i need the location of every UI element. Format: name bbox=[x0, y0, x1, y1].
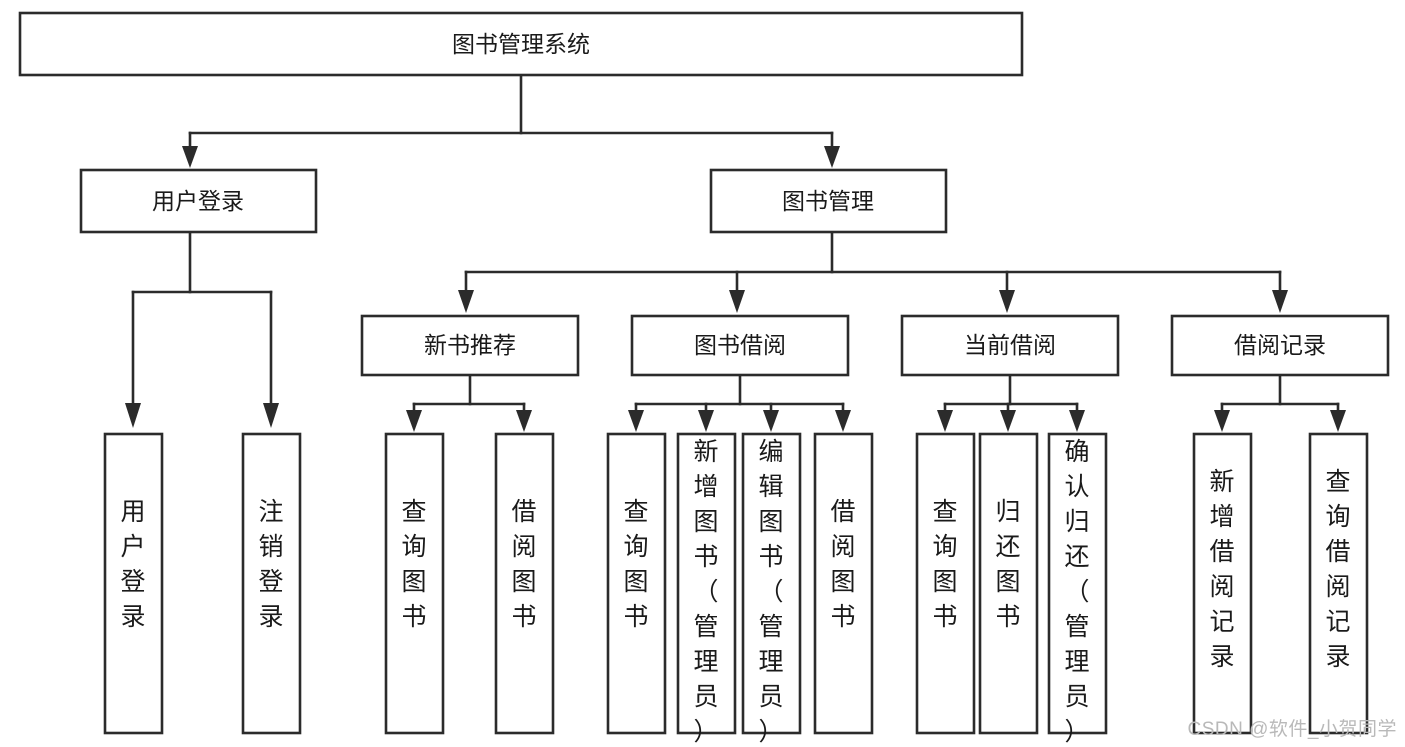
leaf-bb-edit-book-box[interactable] bbox=[741, 432, 802, 735]
node-book-borrow[interactable]: 图书借阅 bbox=[630, 314, 850, 377]
node-user-login[interactable]: 用户登录 bbox=[79, 168, 318, 234]
arrow-leaf-bb-2 bbox=[698, 410, 714, 432]
leaf-bb-borrow-book[interactable]: 借阅图书 bbox=[813, 432, 874, 735]
book-borrow-label: 图书借阅 bbox=[694, 332, 786, 358]
leaf-br-query-record-label: 查询借阅记录 bbox=[1325, 468, 1350, 671]
arrow-leaf-br-1 bbox=[1214, 410, 1230, 432]
edge-group-current-borrow-children bbox=[937, 373, 1085, 432]
leaf-user-login-box[interactable] bbox=[103, 432, 164, 735]
node-new-book-recommend[interactable]: 新书推荐 bbox=[360, 314, 580, 377]
leaf-bb-add-book[interactable]: 新增图书（管理员） bbox=[676, 432, 737, 746]
arrow-leaf-cb-1 bbox=[937, 410, 953, 432]
leaf-cb-query-book-label: 查询图书 bbox=[932, 498, 957, 631]
borrow-record-box[interactable] bbox=[1170, 314, 1390, 377]
leaf-bb-query-book-box[interactable] bbox=[606, 432, 667, 735]
current-borrow-box[interactable] bbox=[900, 314, 1120, 377]
current-borrow-label: 当前借阅 bbox=[964, 332, 1056, 358]
edge-group-borrow-record-children bbox=[1214, 373, 1346, 432]
leaf-cb-query-book-box[interactable] bbox=[915, 432, 976, 735]
arrow-to-book-borrow bbox=[729, 290, 745, 313]
user-login-label: 用户登录 bbox=[152, 188, 244, 214]
leaf-bb-borrow-book-label: 借阅图书 bbox=[830, 498, 855, 631]
leaf-bb-query-book[interactable]: 查询图书 bbox=[606, 432, 667, 735]
leaf-bb-edit-book-label: 编辑图书（管理员） bbox=[758, 438, 783, 746]
arrow-to-current-borrow bbox=[999, 290, 1015, 313]
leaf-br-add-record-label: 新增借阅记录 bbox=[1209, 468, 1234, 671]
leaf-nbr-query-book-label: 查询图书 bbox=[401, 498, 426, 631]
leaf-nbr-borrow-book-box[interactable] bbox=[494, 432, 555, 735]
arrow-leaf-nbr-2 bbox=[516, 410, 532, 432]
arrow-leaf-bb-4 bbox=[835, 410, 851, 432]
root-box[interactable] bbox=[18, 11, 1024, 77]
arrow-leaf-bb-1 bbox=[628, 410, 644, 432]
leaf-bb-borrow-book-box[interactable] bbox=[813, 432, 874, 735]
root-label: 图书管理系统 bbox=[452, 31, 590, 57]
node-current-borrow[interactable]: 当前借阅 bbox=[900, 314, 1120, 377]
leaf-br-add-record[interactable]: 新增借阅记录 bbox=[1192, 432, 1253, 735]
new-book-recommend-label: 新书推荐 bbox=[424, 332, 516, 358]
edge-group-book-manage-children bbox=[458, 230, 1288, 313]
arrow-to-user-login bbox=[182, 146, 198, 168]
node-root-book-management-system[interactable]: 图书管理系统 bbox=[18, 11, 1024, 77]
leaf-nbr-borrow-book-label: 借阅图书 bbox=[511, 498, 536, 631]
book-management-label: 图书管理 bbox=[782, 188, 874, 214]
leaf-cb-confirm-return-label: 确认归还（管理员） bbox=[1064, 438, 1089, 746]
leaf-user-login[interactable]: 用户登录 bbox=[103, 432, 164, 735]
leaf-cb-return-book-label: 归还图书 bbox=[995, 498, 1020, 631]
edge-group-root-to-level2 bbox=[182, 74, 840, 168]
book-borrow-box[interactable] bbox=[630, 314, 850, 377]
edge-group-user-login-children bbox=[125, 230, 279, 428]
leaf-cb-return-book[interactable]: 归还图书 bbox=[978, 432, 1039, 735]
leaf-br-query-record[interactable]: 查询借阅记录 bbox=[1308, 432, 1369, 735]
leaf-nbr-query-book[interactable]: 查询图书 bbox=[384, 432, 445, 735]
arrow-leaf-cb-3 bbox=[1069, 410, 1085, 432]
arrow-leaf-bb-3 bbox=[763, 410, 779, 432]
leaf-bb-edit-book[interactable]: 编辑图书（管理员） bbox=[741, 432, 802, 746]
leaf-nbr-borrow-book[interactable]: 借阅图书 bbox=[494, 432, 555, 735]
leaf-bb-query-book-label: 查询图书 bbox=[623, 498, 648, 631]
arrow-leaf-user-login bbox=[125, 403, 141, 428]
leaf-cb-query-book[interactable]: 查询图书 bbox=[915, 432, 976, 735]
arrow-leaf-nbr-1 bbox=[406, 410, 422, 432]
leaf-logout-login[interactable]: 注销登录 bbox=[241, 432, 302, 735]
csdn-watermark: CSDN @软件_小贺同学 bbox=[1187, 719, 1397, 740]
leaf-cb-confirm-return-box[interactable] bbox=[1047, 432, 1108, 735]
arrow-to-new-book-recommend bbox=[458, 290, 474, 313]
arrow-leaf-logout-login bbox=[263, 403, 279, 428]
book-management-box[interactable] bbox=[709, 168, 948, 234]
leaf-bb-add-book-label: 新增图书（管理员） bbox=[693, 438, 718, 746]
leaf-user-login-label: 用户登录 bbox=[120, 498, 145, 631]
leaf-br-add-record-box[interactable] bbox=[1192, 432, 1253, 735]
node-book-management[interactable]: 图书管理 bbox=[709, 168, 948, 234]
node-borrow-record[interactable]: 借阅记录 bbox=[1170, 314, 1390, 377]
user-login-box[interactable] bbox=[79, 168, 318, 234]
edge-group-new-book-recommend-children bbox=[406, 373, 532, 432]
leaf-cb-confirm-return[interactable]: 确认归还（管理员） bbox=[1047, 432, 1108, 746]
arrow-leaf-br-2 bbox=[1330, 410, 1346, 432]
leaf-nbr-query-book-box[interactable] bbox=[384, 432, 445, 735]
arrow-to-borrow-record bbox=[1272, 290, 1288, 313]
leaf-logout-login-label: 注销登录 bbox=[258, 498, 283, 631]
leaf-logout-login-box[interactable] bbox=[241, 432, 302, 735]
leaf-cb-return-book-box[interactable] bbox=[978, 432, 1039, 735]
leaf-bb-add-book-box[interactable] bbox=[676, 432, 737, 735]
new-book-recommend-box[interactable] bbox=[360, 314, 580, 377]
edge-group-book-borrow-children bbox=[628, 373, 851, 432]
borrow-record-label: 借阅记录 bbox=[1234, 332, 1326, 358]
arrow-to-book-manage bbox=[824, 146, 840, 168]
arrow-leaf-cb-2 bbox=[1000, 410, 1016, 432]
leaf-br-query-record-box[interactable] bbox=[1308, 432, 1369, 735]
